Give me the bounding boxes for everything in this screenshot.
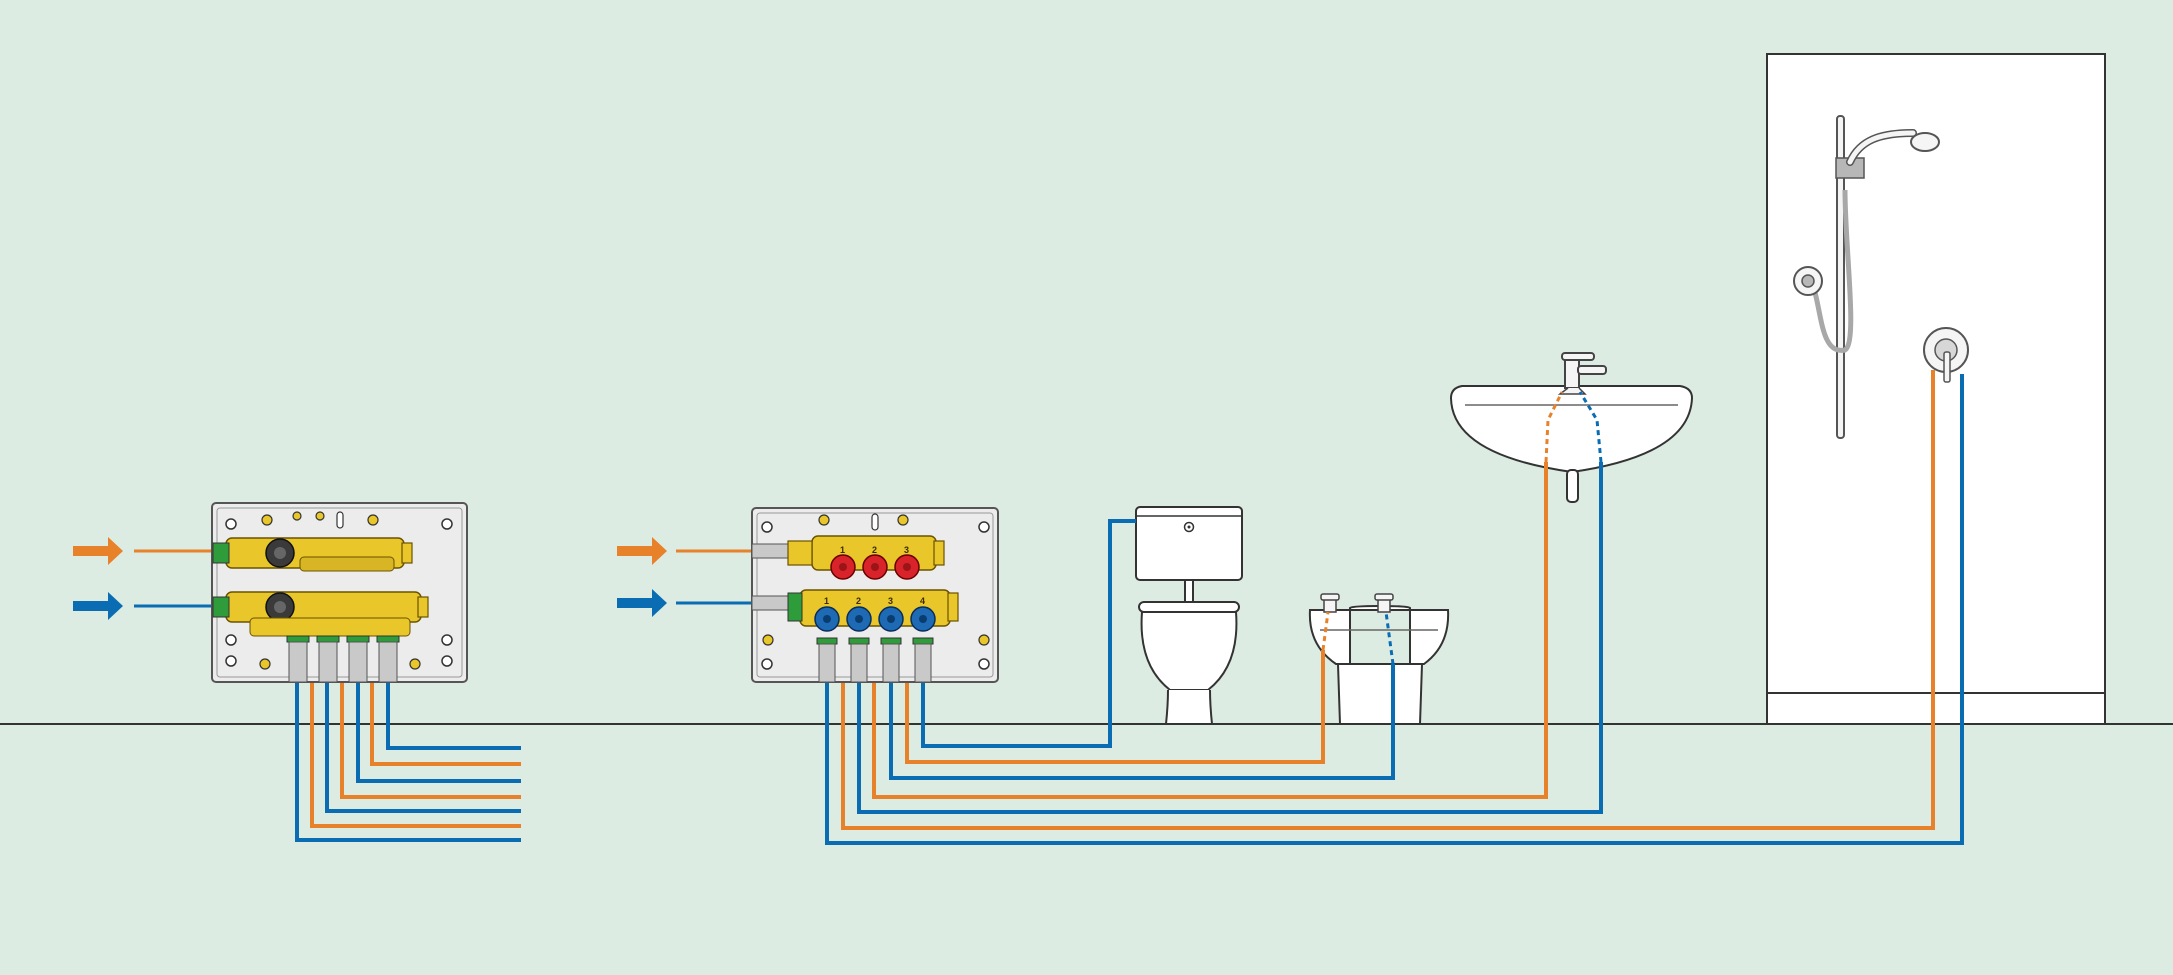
hot-outlet-number-2: 2	[872, 545, 877, 555]
cold-supply-arrow-icon	[73, 589, 667, 620]
manifold-1	[211, 502, 468, 683]
hot-outlet-number-1: 1	[840, 545, 845, 555]
hot-outlet-number-3: 3	[904, 545, 909, 555]
cold-outlet-number-2: 2	[856, 596, 861, 606]
bidet-icon	[1308, 593, 1450, 725]
concealed-pipes	[1321, 391, 1603, 665]
cold-outlet-number-1: 1	[824, 596, 829, 606]
hot-valves: 1 2 3	[830, 545, 920, 580]
supply-pipes	[134, 549, 752, 608]
toilet-icon	[1135, 506, 1243, 725]
manifold-2-outlet-pipes	[825, 370, 1964, 845]
hot-supply-arrow-icon	[73, 537, 667, 565]
shower-icon	[1766, 53, 2106, 725]
washbasin-icon	[1449, 352, 1694, 503]
manifold-1-outlet-pipes	[295, 680, 521, 842]
manifold-2: 1 2 3 1 2 3 4	[751, 507, 999, 683]
cold-outlet-number-4: 4	[920, 596, 925, 606]
cold-valves: 1 2 3 4	[814, 596, 936, 632]
cold-outlet-number-3: 3	[888, 596, 893, 606]
